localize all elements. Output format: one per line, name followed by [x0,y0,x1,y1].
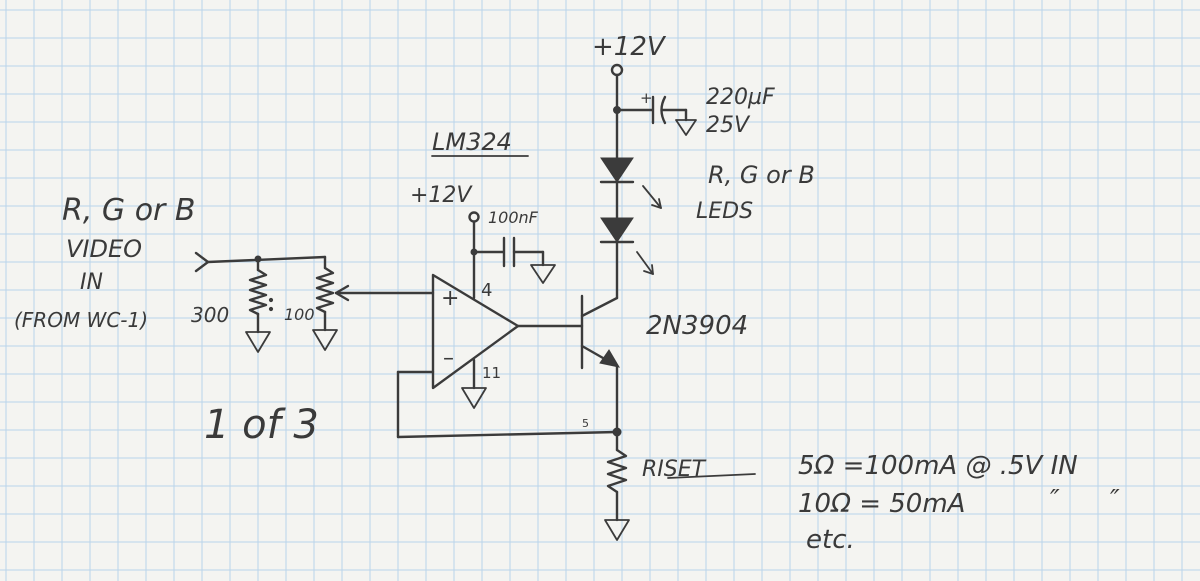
top-supply-label: +12V [592,32,667,62]
input-in-label: IN [80,270,103,295]
capacitor-polarity: + [640,89,653,107]
note-ditto-1: ″ [1050,485,1060,515]
ground-icon [604,519,630,541]
ground-icon [461,387,487,409]
capacitor-220uf-value: 220µF [706,85,775,110]
feedback-wire: 5 [396,370,622,439]
capacitor-100nf-label: 100nF [488,208,539,227]
current-notes: 5Ω =100mA @ .5V IN 10Ω = 50mA ″ ″ etc. [798,451,1120,555]
capacitor-220uf-voltage: 25V [706,113,751,138]
led-2 [599,217,654,300]
led-color-label: R, G or B [708,161,815,189]
led-2-icon [600,217,634,243]
count-label: 1 of 3 [204,402,319,448]
opamp-plus-label: + [441,286,459,311]
resistor-300-label: 300 [191,303,229,327]
resistor-riset-icon [606,448,628,494]
opamp-triangle [431,273,520,390]
emitter-arrow-icon [599,349,621,368]
ground-icon [530,264,556,284]
opamp-supply-terminal [468,211,480,223]
ground-icon [245,331,271,353]
leds-label: LEDS [696,199,753,224]
note-ditto-2: ″ [1110,485,1120,515]
note-line-2: 10Ω = 50mA [798,489,965,519]
led-1 [599,157,662,220]
resistor-300-icon [248,268,268,316]
input-color-label: R, G or B [62,193,196,228]
note-line-1: 5Ω =100mA @ .5V IN [798,451,1078,481]
pin-11-label: 11 [482,364,501,382]
potentiometer-100-icon [315,266,335,314]
capacitor-220uf: + 220µF 25V [615,85,775,138]
opamp-minus-label: – [443,346,454,371]
input-video-label: VIDEO [66,235,142,263]
note-line-3: etc. [806,525,855,555]
pin-5-label: 5 [582,417,589,430]
ground-icon [312,329,338,351]
wiper-arrow-icon [334,284,350,302]
opamp-name-label: LM324 [432,128,512,156]
transistor-label: 2N3904 [646,311,748,341]
opamp-lm324: LM324 + – +12V 4 100nF 11 [410,128,584,409]
resistor-riset: RISET [604,434,756,541]
potentiometer-100-label: 100 [284,305,315,324]
transistor-2n3904: 2N3904 [580,294,748,434]
led-1-icon [600,157,634,183]
ground-icon [675,119,697,136]
video-input: R, G or B VIDEO IN (FROM WC-1) 300 100 [14,193,435,353]
pin-4-label: 4 [481,280,492,301]
input-source-label: (FROM WC-1) [14,308,148,332]
opamp-supply-label: +12V [410,183,473,208]
